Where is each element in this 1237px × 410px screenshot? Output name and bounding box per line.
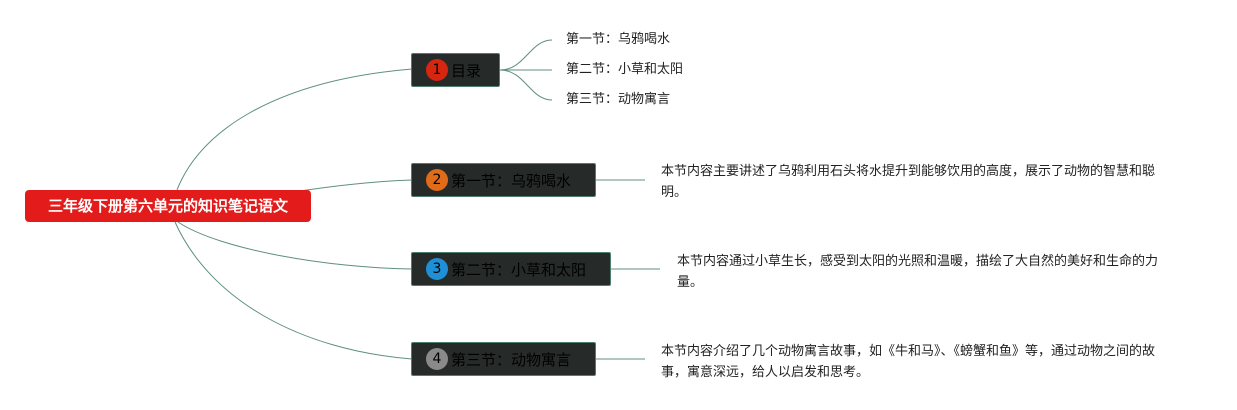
branch-label-lesson-2: 第二节：小草和太阳 bbox=[451, 260, 587, 279]
number-badge-3: 3 bbox=[426, 258, 448, 280]
branch-label-toc: 目录 bbox=[451, 61, 482, 80]
root-topic[interactable]: 三年级下册第六单元的知识笔记语文 bbox=[25, 190, 311, 222]
connector-root-branch-4 bbox=[174, 221, 413, 360]
connector-toc-leaf-3 bbox=[499, 69, 553, 101]
leaf-lesson-2[interactable]: 第二节：小草和太阳 bbox=[566, 62, 684, 77]
branch-toc[interactable]: 1 目录 bbox=[411, 53, 500, 87]
connector-root-branch-1 bbox=[171, 68, 413, 207]
branch-label-lesson-3: 第三节：动物寓言 bbox=[451, 350, 572, 369]
branch-lesson-1[interactable]: 2 第一节：乌鸦喝水 bbox=[411, 163, 596, 197]
leaf-lesson-3[interactable]: 第三节：动物寓言 bbox=[566, 92, 671, 107]
connector-root-branch-2 bbox=[299, 179, 413, 192]
branch-lesson-3[interactable]: 4 第三节：动物寓言 bbox=[411, 342, 596, 376]
branch-lesson-2[interactable]: 3 第二节：小草和太阳 bbox=[411, 252, 611, 286]
description-lesson-1: 本节内容主要讲述了乌鸦利用石头将水提升到能够饮用的高度，展示了动物的智慧和聪明。 bbox=[661, 164, 1156, 200]
connector-toc-leaf-1 bbox=[499, 39, 553, 71]
description-lesson-2: 本节内容通过小草生长，感受到太阳的光照和温暖，描绘了大自然的美好和生命的力量。 bbox=[677, 254, 1159, 290]
description-lesson-3: 本节内容介绍了几个动物寓言故事，如《牛和马》、《螃蟹和鱼》等，通过动物之间的故事… bbox=[661, 344, 1156, 380]
branch-label-lesson-1: 第一节：乌鸦喝水 bbox=[451, 171, 572, 190]
number-badge-1: 1 bbox=[426, 59, 448, 81]
connector-root-branch-3 bbox=[177, 221, 413, 270]
leaf-lesson-1[interactable]: 第一节：乌鸦喝水 bbox=[566, 32, 671, 47]
number-badge-4: 4 bbox=[426, 348, 448, 370]
number-badge-2: 2 bbox=[426, 169, 448, 191]
